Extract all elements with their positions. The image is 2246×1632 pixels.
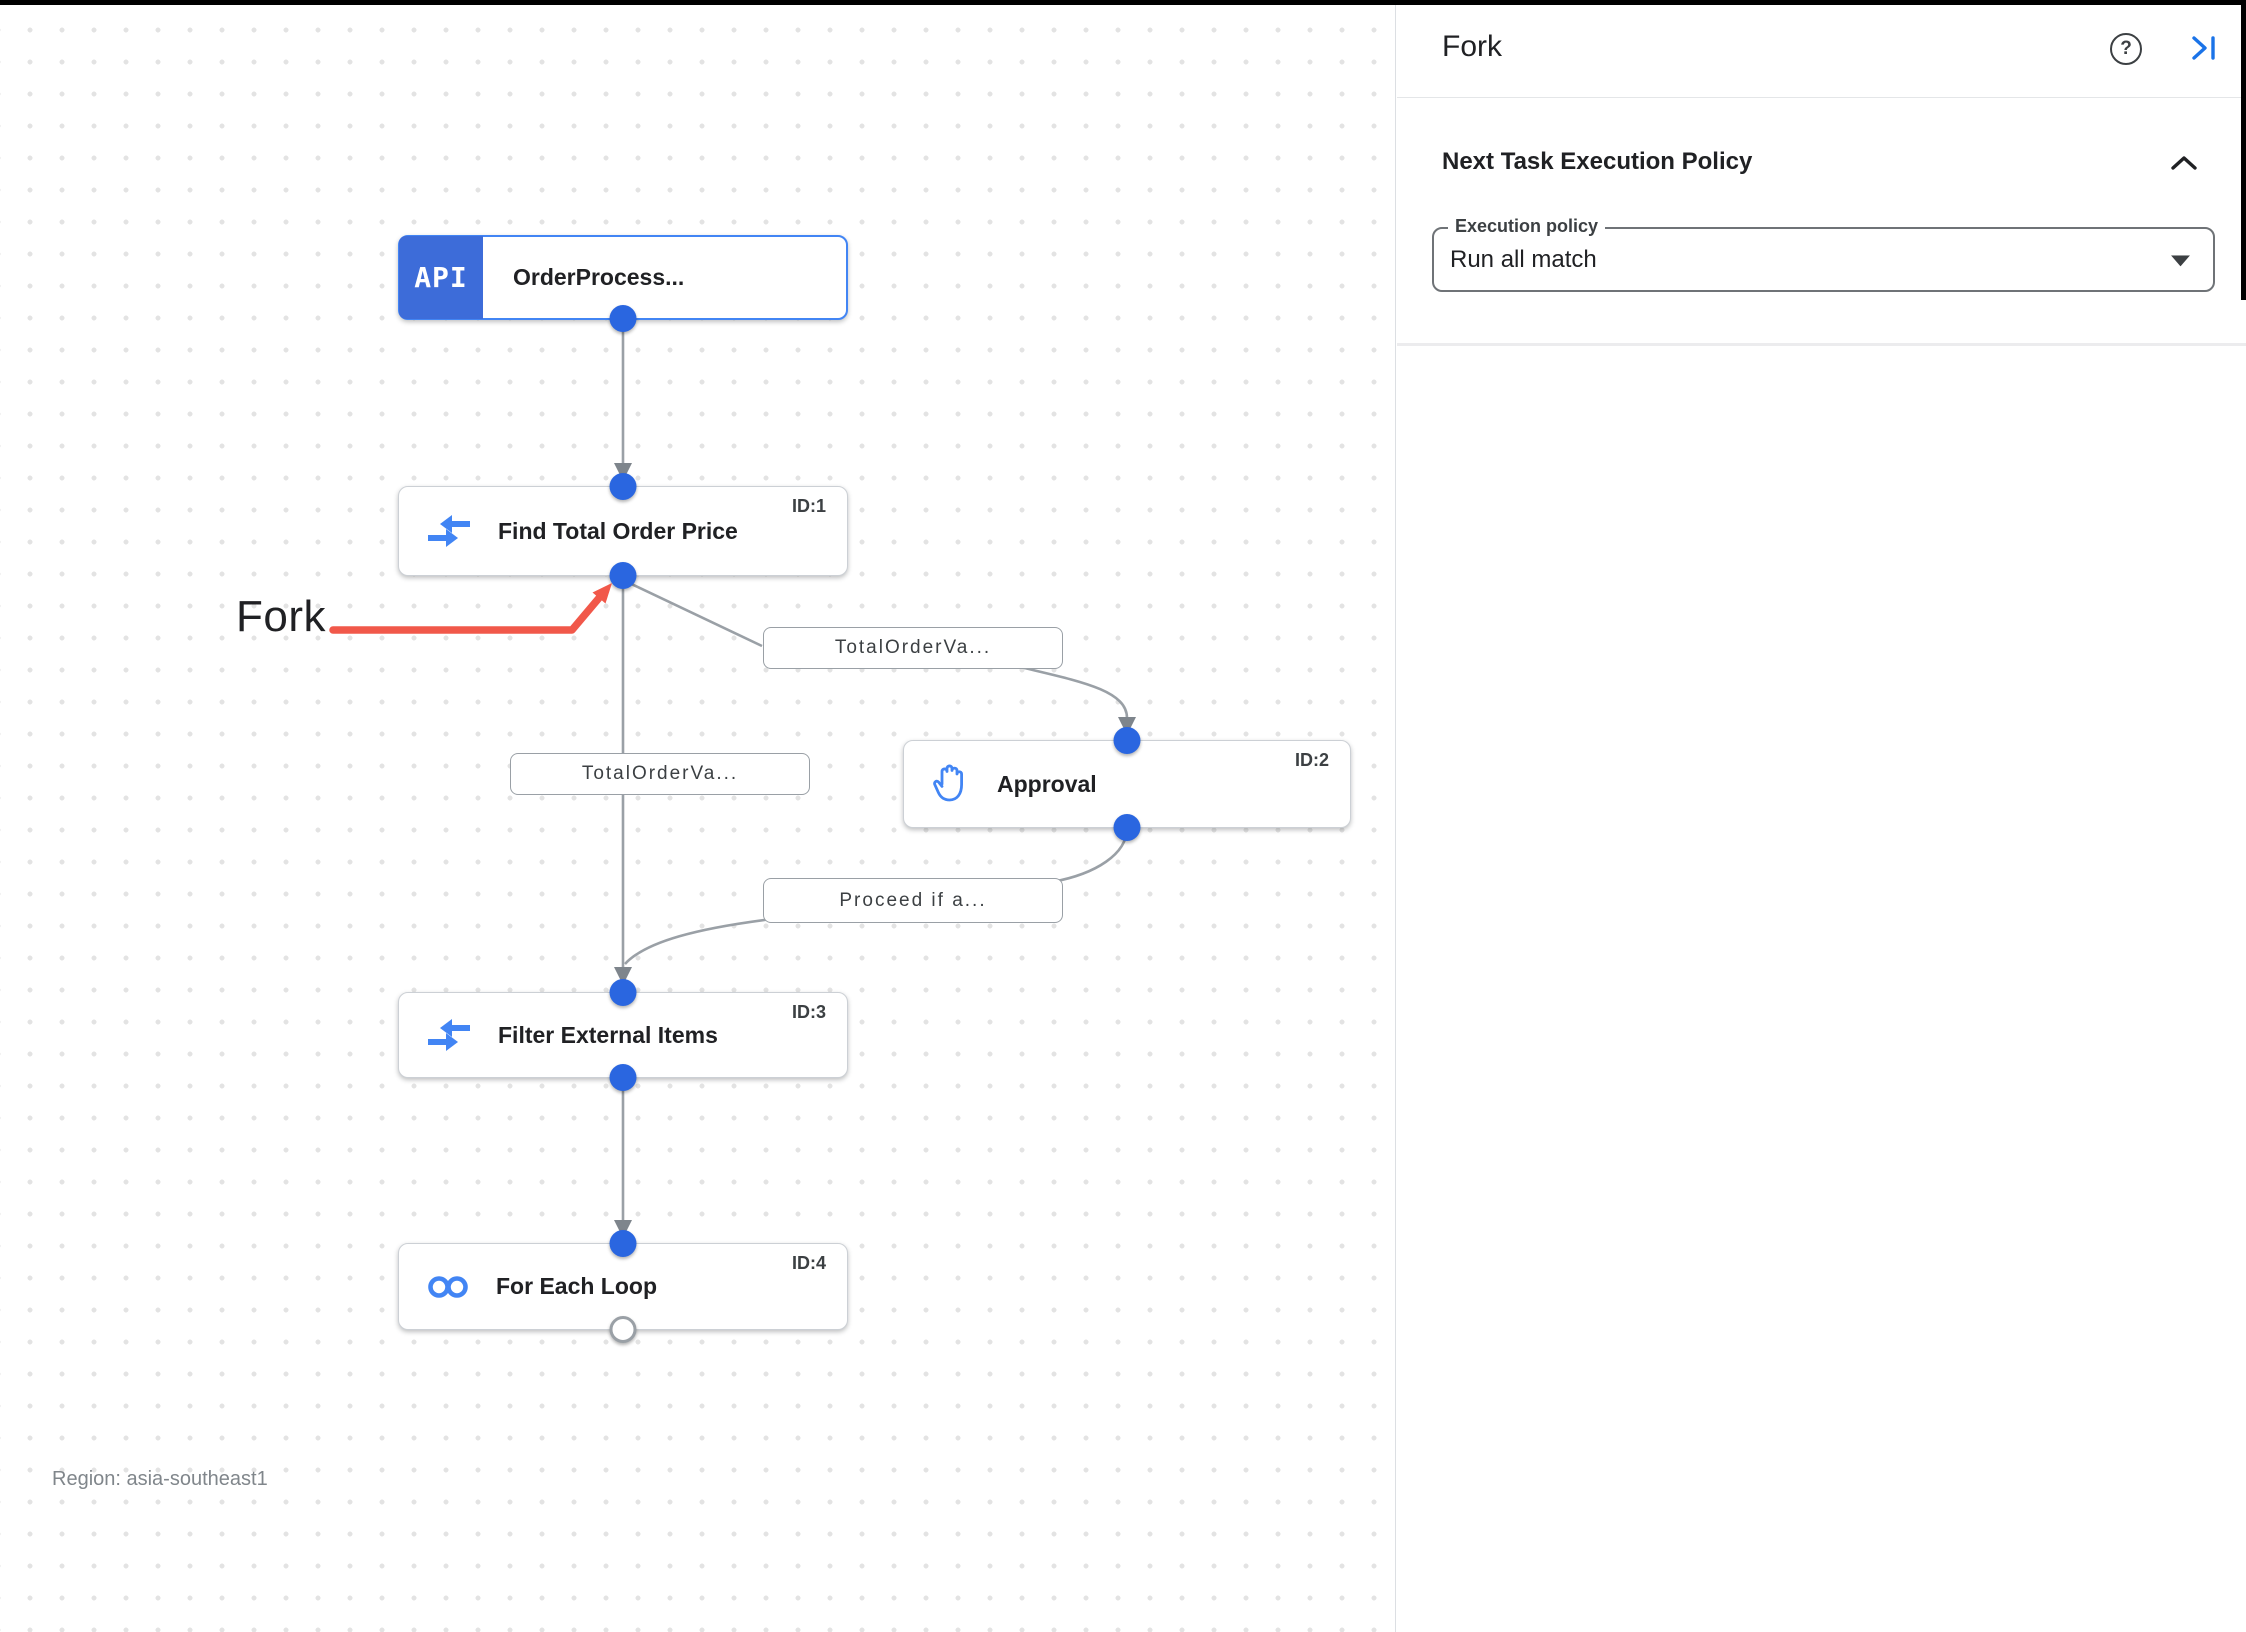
chevron-up-icon[interactable] bbox=[2170, 154, 2198, 171]
output-port-unconnected[interactable] bbox=[609, 1316, 637, 1343]
output-port-fork[interactable] bbox=[609, 562, 637, 589]
panel-section-divider bbox=[1397, 343, 2246, 346]
input-port[interactable] bbox=[609, 979, 637, 1006]
screenshot-top-border bbox=[0, 0, 2246, 5]
node-task-filter-external-items[interactable]: Filter External Items ID:3 bbox=[398, 979, 848, 1091]
workflow-canvas[interactable]: API OrderProcess... Find Total Order Pri… bbox=[0, 0, 1396, 1632]
node-task-for-each-loop[interactable]: For Each Loop ID:4 bbox=[398, 1230, 848, 1343]
node-title: Approval bbox=[997, 770, 1097, 797]
input-port[interactable] bbox=[1113, 727, 1141, 754]
screenshot-right-border bbox=[2241, 0, 2246, 300]
node-api-trigger-orderprocess[interactable]: API OrderProcess... bbox=[398, 235, 848, 332]
data-mapping-icon bbox=[426, 1015, 472, 1055]
edge-condition-label[interactable]: TotalOrderVa... bbox=[763, 627, 1063, 669]
edge-condition-label[interactable]: Proceed if a... bbox=[763, 878, 1063, 923]
task-id-label: ID:1 bbox=[791, 496, 826, 516]
task-id-label: ID:3 bbox=[791, 1002, 826, 1022]
node-title: OrderProcess... bbox=[513, 264, 685, 290]
task-id-label: ID:4 bbox=[791, 1253, 826, 1273]
node-title: Filter External Items bbox=[498, 1021, 718, 1048]
task-id-label: ID:2 bbox=[1294, 750, 1329, 770]
output-port[interactable] bbox=[609, 305, 637, 332]
config-panel: Fork ? Next Task Execution Policy Execut… bbox=[1397, 0, 2246, 1632]
input-port[interactable] bbox=[609, 1230, 637, 1257]
execution-policy-label: Execution policy bbox=[1448, 216, 1606, 237]
node-title: Find Total Order Price bbox=[498, 517, 738, 544]
data-mapping-icon bbox=[426, 511, 472, 551]
region-label: Region: asia-southeast1 bbox=[52, 1468, 268, 1490]
for-each-loop-icon bbox=[426, 1271, 470, 1303]
fork-callout-text: Fork bbox=[236, 592, 326, 641]
approval-hand-icon bbox=[931, 762, 971, 806]
output-port[interactable] bbox=[609, 1064, 637, 1091]
dropdown-arrow-icon bbox=[2171, 254, 2190, 266]
edge-condition-label[interactable]: TotalOrderVa... bbox=[510, 753, 810, 795]
output-port[interactable] bbox=[1113, 814, 1141, 841]
help-circle-icon[interactable]: ? bbox=[2110, 33, 2142, 65]
node-title: For Each Loop bbox=[496, 1273, 657, 1299]
execution-policy-select[interactable]: Execution policy Run all match bbox=[1432, 216, 2215, 292]
node-task-approval[interactable]: Approval ID:2 bbox=[903, 727, 1351, 841]
input-port[interactable] bbox=[609, 473, 637, 500]
panel-title: Fork bbox=[1442, 30, 1502, 63]
config-panel-header: Fork ? bbox=[1397, 0, 2246, 98]
next-task-execution-policy-section[interactable]: Next Task Execution Policy bbox=[1442, 143, 2198, 181]
api-trigger-badge: API bbox=[399, 236, 483, 319]
execution-policy-value: Run all match bbox=[1450, 245, 1597, 273]
collapse-panel-right-icon[interactable] bbox=[2190, 34, 2220, 62]
node-task-find-total-order-price[interactable]: Find Total Order Price ID:1 bbox=[398, 473, 848, 589]
section-title: Next Task Execution Policy bbox=[1442, 148, 1753, 175]
